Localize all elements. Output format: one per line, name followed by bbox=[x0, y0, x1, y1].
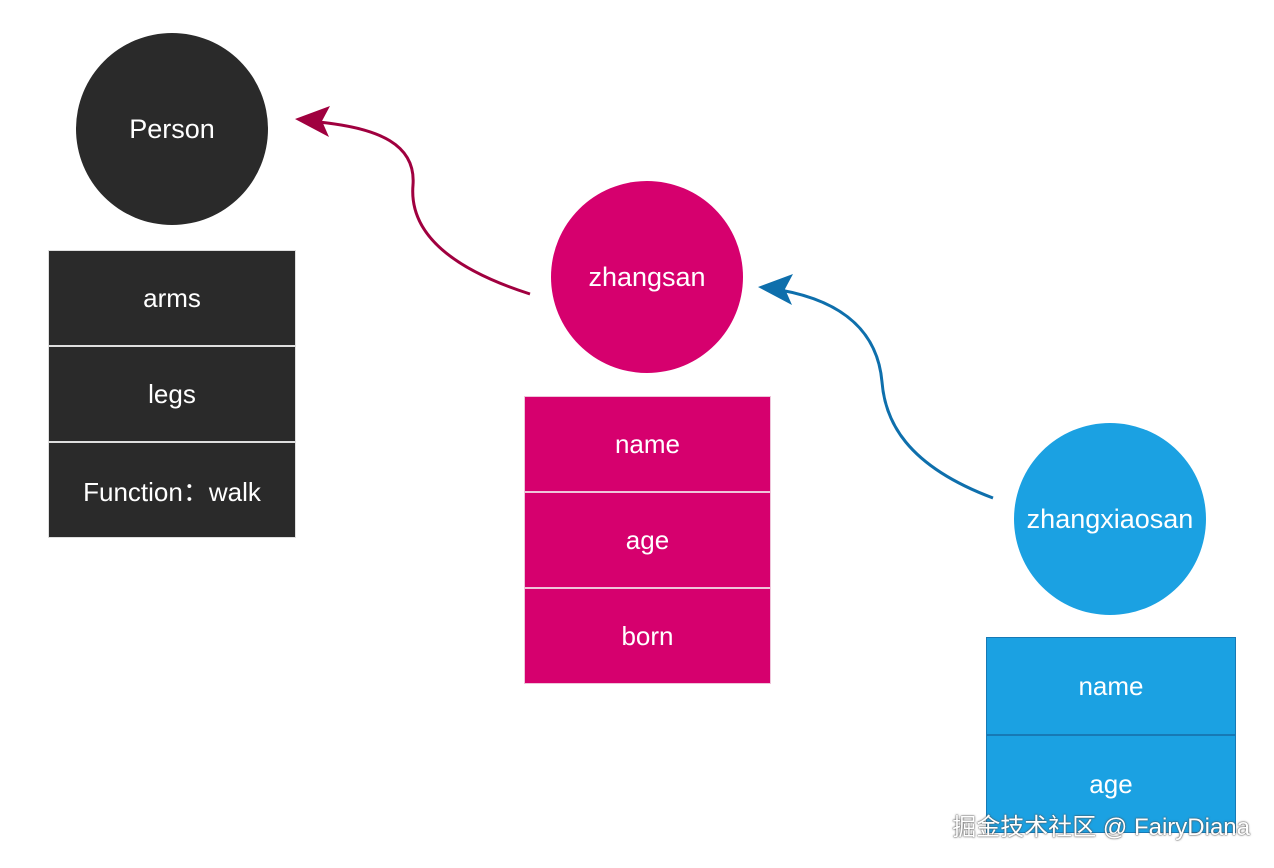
zhangsan-field-name: name bbox=[525, 397, 770, 491]
watermark-text: 掘金技术社区 @ FairyDiana bbox=[952, 814, 1250, 841]
person-field-arms: arms bbox=[49, 251, 295, 345]
zhangxiaosan-label: zhangxiaosan bbox=[1026, 503, 1194, 534]
zhangsan-field-born: born bbox=[525, 589, 770, 683]
zhangxiaosan-field-name: name bbox=[987, 638, 1235, 734]
person-fields: arms legs Function：walk bbox=[48, 250, 296, 538]
zhangsan-fields: name age born bbox=[524, 396, 771, 684]
edge-zhangxiaosan-to-zhangsan bbox=[758, 274, 994, 500]
zhangsan-label: zhangsan bbox=[588, 261, 706, 292]
zhangsan-node: zhangsan bbox=[551, 181, 743, 373]
zhangxiaosan-fields: name age bbox=[986, 637, 1236, 833]
zhangsan-field-age: age bbox=[525, 493, 770, 587]
person-node: Person bbox=[76, 33, 268, 225]
person-field-legs: legs bbox=[49, 347, 295, 441]
arrowhead-icon bbox=[295, 106, 330, 137]
zhangxiaosan-field-age: age bbox=[987, 736, 1235, 832]
person-field-function: Function：walk bbox=[49, 443, 295, 537]
edge-zhangsan-to-person bbox=[295, 106, 531, 296]
zhangxiaosan-node: zhangxiaosan bbox=[1014, 423, 1206, 615]
person-label: Person bbox=[129, 113, 215, 144]
arrowhead-icon bbox=[758, 274, 793, 305]
